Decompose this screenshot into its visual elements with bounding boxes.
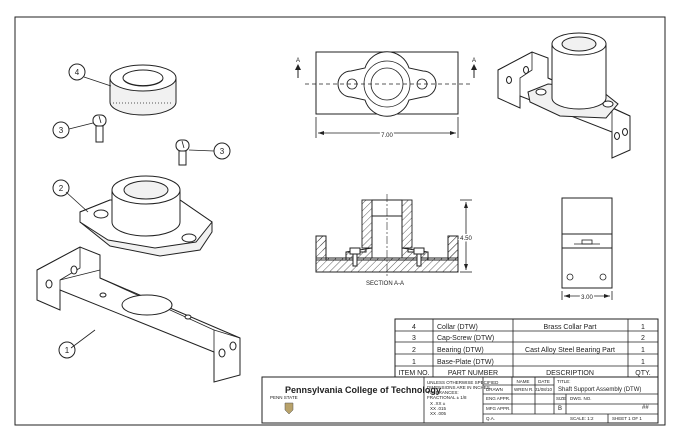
sheet-number: SHEET 1 OF 1 xyxy=(612,416,642,421)
tolerance-line: XX .015 xyxy=(430,406,447,411)
svg-text:3.00: 3.00 xyxy=(581,295,593,301)
svg-text:4.50: 4.50 xyxy=(460,236,472,242)
balloon-item-3: 3 xyxy=(52,121,70,139)
date-header: DATE xyxy=(538,379,550,384)
svg-text:PART NUMBER: PART NUMBER xyxy=(448,370,498,377)
leader-3a xyxy=(68,122,94,130)
svg-text:1: 1 xyxy=(65,346,70,355)
svg-text:Bearing (DTW): Bearing (DTW) xyxy=(437,347,484,354)
drawn-label: DRAWN xyxy=(486,387,503,392)
drawn-name: WREN R. J. xyxy=(514,387,538,392)
balloon-item-1: 1 xyxy=(58,341,76,359)
svg-text:1: 1 xyxy=(641,324,645,331)
svg-text:DESCRIPTION: DESCRIPTION xyxy=(546,370,594,377)
svg-text:Base-Plate (DTW): Base-Plate (DTW) xyxy=(437,359,494,366)
svg-text:1: 1 xyxy=(641,347,645,354)
bom-row: 3 Cap-Screw (DTW) 2 xyxy=(412,335,645,342)
svg-text:2: 2 xyxy=(59,184,64,193)
leader-4 xyxy=(83,76,112,87)
mfg-appr-label: MFG APPR. xyxy=(486,406,511,411)
collar-part xyxy=(109,64,177,116)
cap-screw-left xyxy=(92,114,107,143)
bom-header: ITEM NO. PART NUMBER DESCRIPTION QTY. xyxy=(398,370,650,377)
revision: ## xyxy=(642,405,649,411)
svg-text:ITEM NO.: ITEM NO. xyxy=(398,370,429,377)
bom-row: 4 Collar (DTW) Brass Collar Part 1 xyxy=(412,324,645,331)
balloon-item-3: 3 xyxy=(213,142,231,160)
sheet-border xyxy=(14,16,666,426)
assembled-isometric-view xyxy=(497,32,631,159)
svg-text:Cap-Screw (DTW): Cap-Screw (DTW) xyxy=(437,335,494,342)
dwg-no-label: DWG. NO. xyxy=(570,396,592,401)
svg-text:7.00: 7.00 xyxy=(381,133,393,139)
title-block xyxy=(261,376,659,424)
svg-text:3: 3 xyxy=(412,335,416,342)
cap-screw-right xyxy=(175,139,190,166)
penn-state-logo-text: PENN STATE xyxy=(270,395,298,400)
svg-text:A: A xyxy=(296,58,300,64)
svg-text:1: 1 xyxy=(641,359,645,366)
eng-appr-label: ENG APPR. xyxy=(486,396,510,401)
svg-text:3: 3 xyxy=(59,126,64,135)
top-view: 7.00 7.00 xyxy=(305,51,472,141)
section-marker-right: A xyxy=(471,58,477,78)
svg-text:3.00: 3.00 xyxy=(581,295,593,301)
note-line: UNLESS OTHERWISE SPECIFIED xyxy=(427,380,499,385)
tolerance-line: X .XX ± xyxy=(430,401,446,406)
bom-row: 1 Base-Plate (DTW) 1 xyxy=(412,359,645,366)
svg-text:Collar (DTW): Collar (DTW) xyxy=(437,324,478,331)
svg-text:2: 2 xyxy=(412,347,416,354)
bom-row: 2 Bearing (DTW) Cast Alloy Steel Bearing… xyxy=(412,347,645,354)
note-line: DIMENSIONS ARE IN INCHES xyxy=(427,385,490,390)
base-plate-part xyxy=(36,246,241,383)
section-marker-left: A xyxy=(295,58,301,78)
svg-text:Cast Alloy Steel Bearing Part: Cast Alloy Steel Bearing Part xyxy=(525,347,615,354)
tolerance-line: XX .005 xyxy=(430,411,447,416)
size-value: B xyxy=(558,406,562,412)
company-name: Pennsylvania College of Technology xyxy=(285,385,441,395)
balloon-item-4: 4 xyxy=(68,63,86,81)
svg-text:4.50: 4.50 xyxy=(460,236,472,242)
svg-text:Brass Collar Part: Brass Collar Part xyxy=(544,324,597,331)
note-line: FRACTIONAL ± 1/8 xyxy=(427,395,467,400)
svg-text:7.00: 7.00 xyxy=(381,133,393,139)
name-header: NAME xyxy=(516,379,529,384)
title-label: TITLE: xyxy=(557,379,571,384)
note-line: TOLERANCES: xyxy=(427,390,459,395)
section-label: SECTION A-A xyxy=(366,281,404,287)
bearing-part xyxy=(79,175,213,257)
scale: SCALE: 1:2 xyxy=(570,416,594,421)
svg-text:1: 1 xyxy=(412,359,416,366)
svg-text:A: A xyxy=(472,58,476,64)
drawing-title: Shaft Support Assembly (DTW) xyxy=(558,387,641,393)
svg-text:4: 4 xyxy=(75,68,80,77)
qa-label: Q.A. xyxy=(486,416,495,421)
balloon-item-2: 2 xyxy=(52,179,70,197)
leader-2 xyxy=(65,191,89,213)
penn-state-shield-icon xyxy=(284,402,294,415)
size-label: SIZE xyxy=(556,396,566,401)
svg-text:3: 3 xyxy=(220,147,225,156)
svg-text:2: 2 xyxy=(641,335,645,342)
leader-1 xyxy=(70,329,96,349)
svg-text:QTY.: QTY. xyxy=(635,370,650,377)
svg-text:4: 4 xyxy=(412,324,416,331)
side-view: 3.00 3.00 xyxy=(561,197,613,303)
leader-3b xyxy=(188,149,215,152)
section-view: 4.50 4.50 xyxy=(315,194,474,276)
drawn-date: 1/08/10 xyxy=(537,387,553,392)
